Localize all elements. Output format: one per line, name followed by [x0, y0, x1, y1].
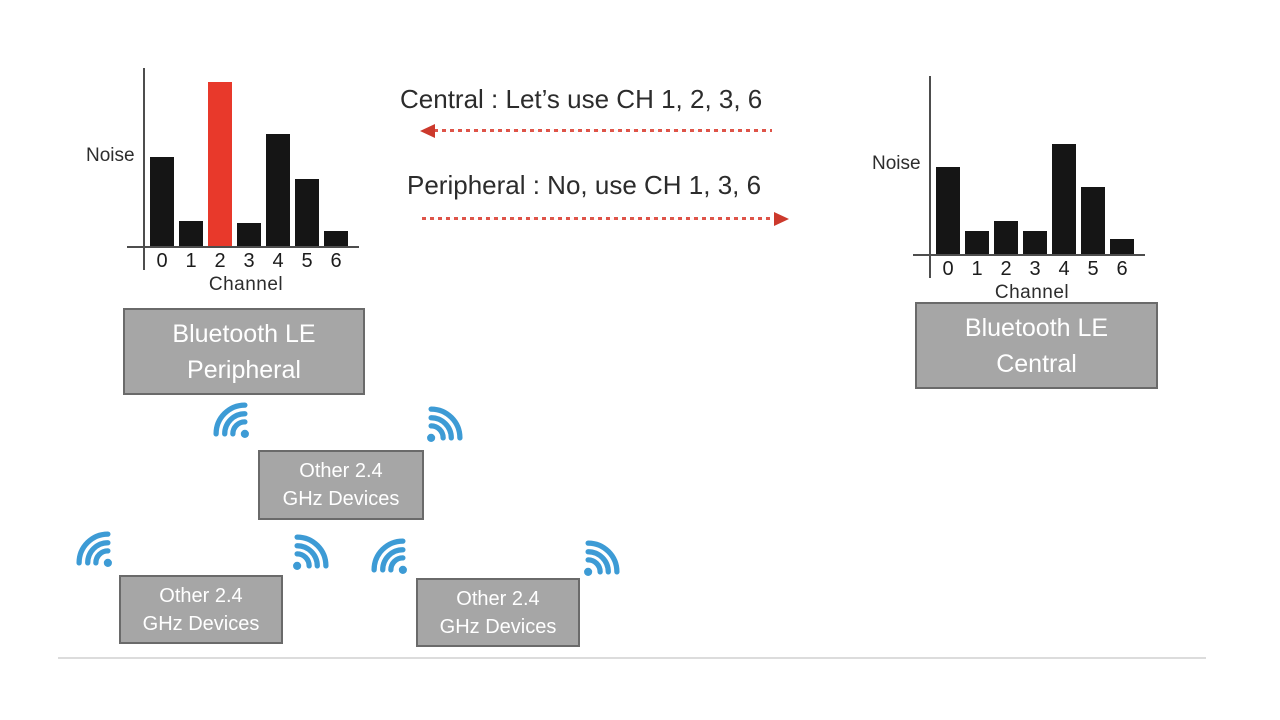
tick-label-1: 1	[971, 258, 983, 280]
bar-channel-3	[237, 223, 261, 246]
other-devices-box-left: Other 2.4 GHz Devices	[119, 575, 283, 644]
other-devices-label-line1: Other 2.4	[299, 460, 383, 482]
x-axis-label: Channel	[208, 274, 284, 295]
other-devices-box-middle: Other 2.4 GHz Devices	[416, 578, 580, 647]
bar-channel-5	[295, 179, 319, 246]
peripheral-message-text: Peripheral : No, use CH 1, 3, 6	[407, 170, 762, 200]
other-devices-label-line2: GHz Devices	[142, 612, 260, 635]
ble-central-label-line1: Bluetooth LE	[964, 313, 1109, 342]
ble-peripheral-box: Bluetooth LE Peripheral	[123, 308, 365, 395]
tick-label-0: 0	[942, 258, 954, 280]
tick-label-3: 3	[243, 250, 255, 272]
bar-channel-6	[324, 231, 348, 246]
ble-peripheral-label-line1: Bluetooth LE	[172, 319, 316, 348]
tick-label-5: 5	[1087, 258, 1099, 280]
ble-central-label-line2: Central	[996, 349, 1077, 378]
y-axis-label: Noise	[86, 145, 135, 166]
bars	[936, 76, 1134, 254]
bars	[150, 68, 348, 246]
tick-label-2: 2	[214, 250, 226, 272]
y-axis-line	[143, 68, 145, 270]
tick-label-3: 3	[1029, 258, 1041, 280]
bar-channel-1	[965, 231, 989, 254]
bar-channel-2	[994, 221, 1018, 254]
bar-channel-0	[150, 157, 174, 246]
bar-channel-1	[179, 221, 203, 246]
other-devices-label-line2: GHz Devices	[439, 615, 557, 638]
bar-channel-4	[1052, 144, 1076, 254]
other-devices-label-line1: Other 2.4	[456, 587, 540, 610]
tick-label-6: 6	[330, 250, 342, 272]
x-axis-label: Channel	[994, 282, 1070, 303]
wifi-signal-icon	[275, 520, 343, 588]
ble-central-box: Bluetooth LE Central	[915, 302, 1158, 389]
peripheral-message-arrow-line	[422, 217, 774, 220]
arrow-right-icon	[774, 212, 789, 226]
tick-label-1: 1	[185, 250, 197, 272]
bottom-divider	[58, 657, 1206, 659]
other-devices-label-line2: GHz Devices	[282, 488, 400, 510]
wifi-signal-icon	[62, 517, 130, 585]
bar-channel-5	[1081, 187, 1105, 254]
tick-label-4: 4	[272, 250, 284, 272]
other-devices-box-top: Other 2.4 GHz Devices	[258, 450, 424, 520]
arrow-left-icon	[420, 124, 435, 138]
bar-channel-0	[936, 167, 960, 254]
bar-channel-4	[266, 134, 290, 246]
bar-channel-2	[208, 82, 232, 246]
tick-label-4: 4	[1058, 258, 1070, 280]
ble-peripheral-label-line2: Peripheral	[187, 355, 301, 384]
y-axis-label: Noise	[872, 153, 921, 174]
central-message-arrow-line	[434, 129, 772, 132]
tick-label-5: 5	[301, 250, 313, 272]
x-axis-line	[127, 246, 359, 248]
central-message-text: Central : Let’s use CH 1, 2, 3, 6	[400, 84, 763, 114]
wifi-signal-icon	[199, 388, 267, 456]
x-axis-line	[913, 254, 1145, 256]
tick-label-0: 0	[156, 250, 168, 272]
other-devices-label-line1: Other 2.4	[159, 584, 243, 607]
wifi-signal-icon	[566, 526, 634, 594]
y-axis-line	[929, 76, 931, 278]
wifi-signal-icon	[409, 392, 477, 460]
wifi-signal-icon	[357, 524, 425, 592]
bar-channel-3	[1023, 231, 1047, 254]
tick-label-2: 2	[1000, 258, 1012, 280]
bar-channel-6	[1110, 239, 1134, 254]
tick-label-6: 6	[1116, 258, 1128, 280]
